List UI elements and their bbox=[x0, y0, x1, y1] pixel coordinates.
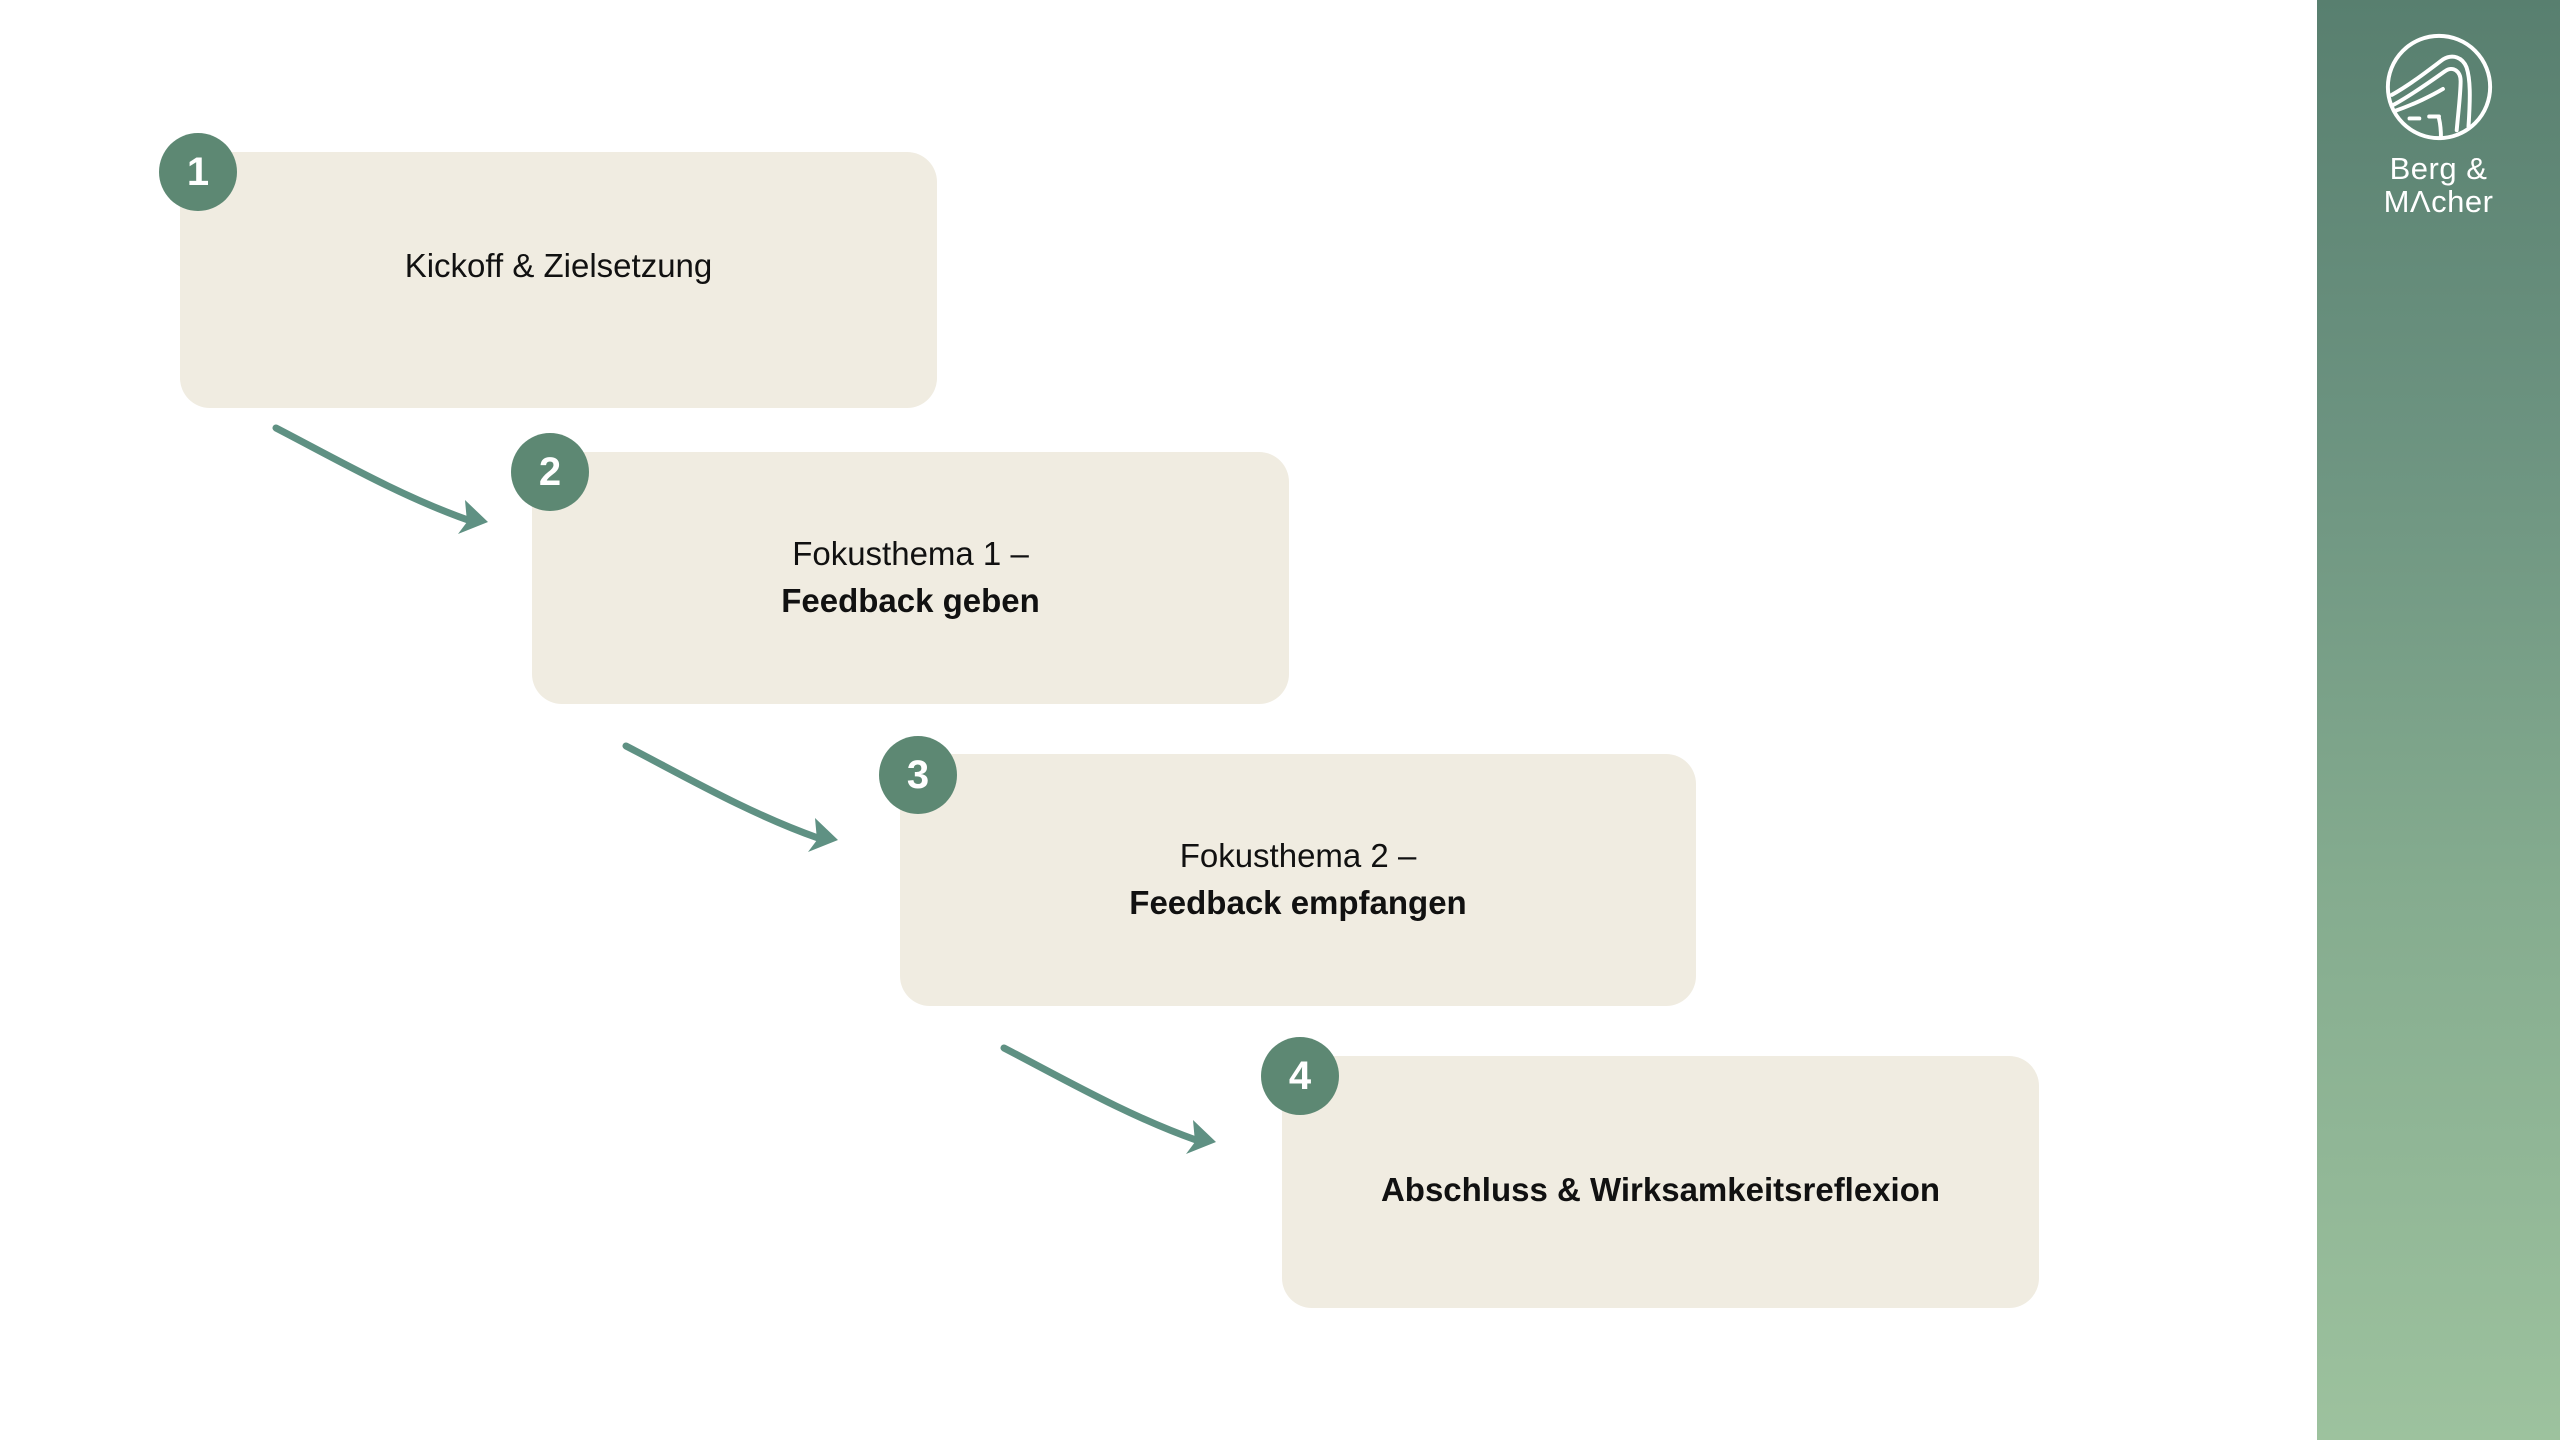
step-card-3-line-2: Feedback empfangen bbox=[1129, 884, 1467, 921]
brand-wordmark-line-1: Berg & bbox=[2389, 151, 2488, 186]
step-card-4-line-1: Abschluss & Wirksamkeitsreflexion bbox=[1380, 1170, 1941, 1208]
arrow-2-curve bbox=[622, 742, 822, 842]
step-badge-1-number: 1 bbox=[186, 150, 210, 194]
arrow-3-head bbox=[1186, 1120, 1216, 1154]
brand-wordmark: Berg & MΛcher bbox=[2384, 152, 2494, 219]
step-card-1[interactable]: Kickoff & Zielsetzung bbox=[180, 152, 937, 408]
step-badge-3-number: 3 bbox=[906, 753, 930, 797]
step-card-3[interactable]: Fokusthema 2 – Feedback empfangen bbox=[900, 754, 1696, 1006]
mountain-circle-logo-icon bbox=[2385, 33, 2492, 141]
arrow-3-curve bbox=[1000, 1044, 1200, 1144]
arrow-step-1-to-2-icon bbox=[272, 424, 488, 534]
arrow-1-head bbox=[458, 500, 488, 534]
step-card-3-text: Fokusthema 2 – Feedback empfangen bbox=[1089, 833, 1506, 927]
brand-wordmark-line-2: MΛcher bbox=[2383, 184, 2494, 220]
arrow-1-curve bbox=[272, 424, 472, 524]
step-badge-4-number: 4 bbox=[1288, 1054, 1312, 1098]
step-card-2-text: Fokusthema 1 – Feedback geben bbox=[741, 531, 1080, 625]
arrow-step-2-to-3-icon bbox=[622, 742, 838, 852]
step-card-4-text: Abschluss & Wirksamkeitsreflexion bbox=[1341, 1167, 1980, 1214]
brand-panel: Berg & MΛcher bbox=[2317, 0, 2560, 1440]
arrow-2-head bbox=[808, 818, 838, 852]
step-badge-4: 4 bbox=[1261, 1037, 1339, 1115]
step-card-2[interactable]: Fokusthema 1 – Feedback geben bbox=[532, 452, 1289, 704]
step-card-2-line-2: Feedback geben bbox=[781, 582, 1040, 619]
step-badge-2-number: 2 bbox=[538, 450, 562, 494]
step-badge-3: 3 bbox=[879, 736, 957, 814]
step-card-2-line-1: Fokusthema 1 – bbox=[792, 535, 1029, 573]
step-badge-2: 2 bbox=[511, 433, 589, 511]
step-card-4[interactable]: Abschluss & Wirksamkeitsreflexion bbox=[1282, 1056, 2039, 1308]
brand-logo: Berg & MΛcher bbox=[2344, 28, 2534, 219]
arrow-step-3-to-4-icon bbox=[1000, 1044, 1216, 1154]
step-card-3-line-1: Fokusthema 2 – bbox=[1179, 837, 1417, 875]
step-card-1-line-1: Kickoff & Zielsetzung bbox=[404, 246, 713, 284]
step-badge-1: 1 bbox=[159, 133, 237, 211]
step-card-1-text: Kickoff & Zielsetzung bbox=[365, 243, 753, 290]
